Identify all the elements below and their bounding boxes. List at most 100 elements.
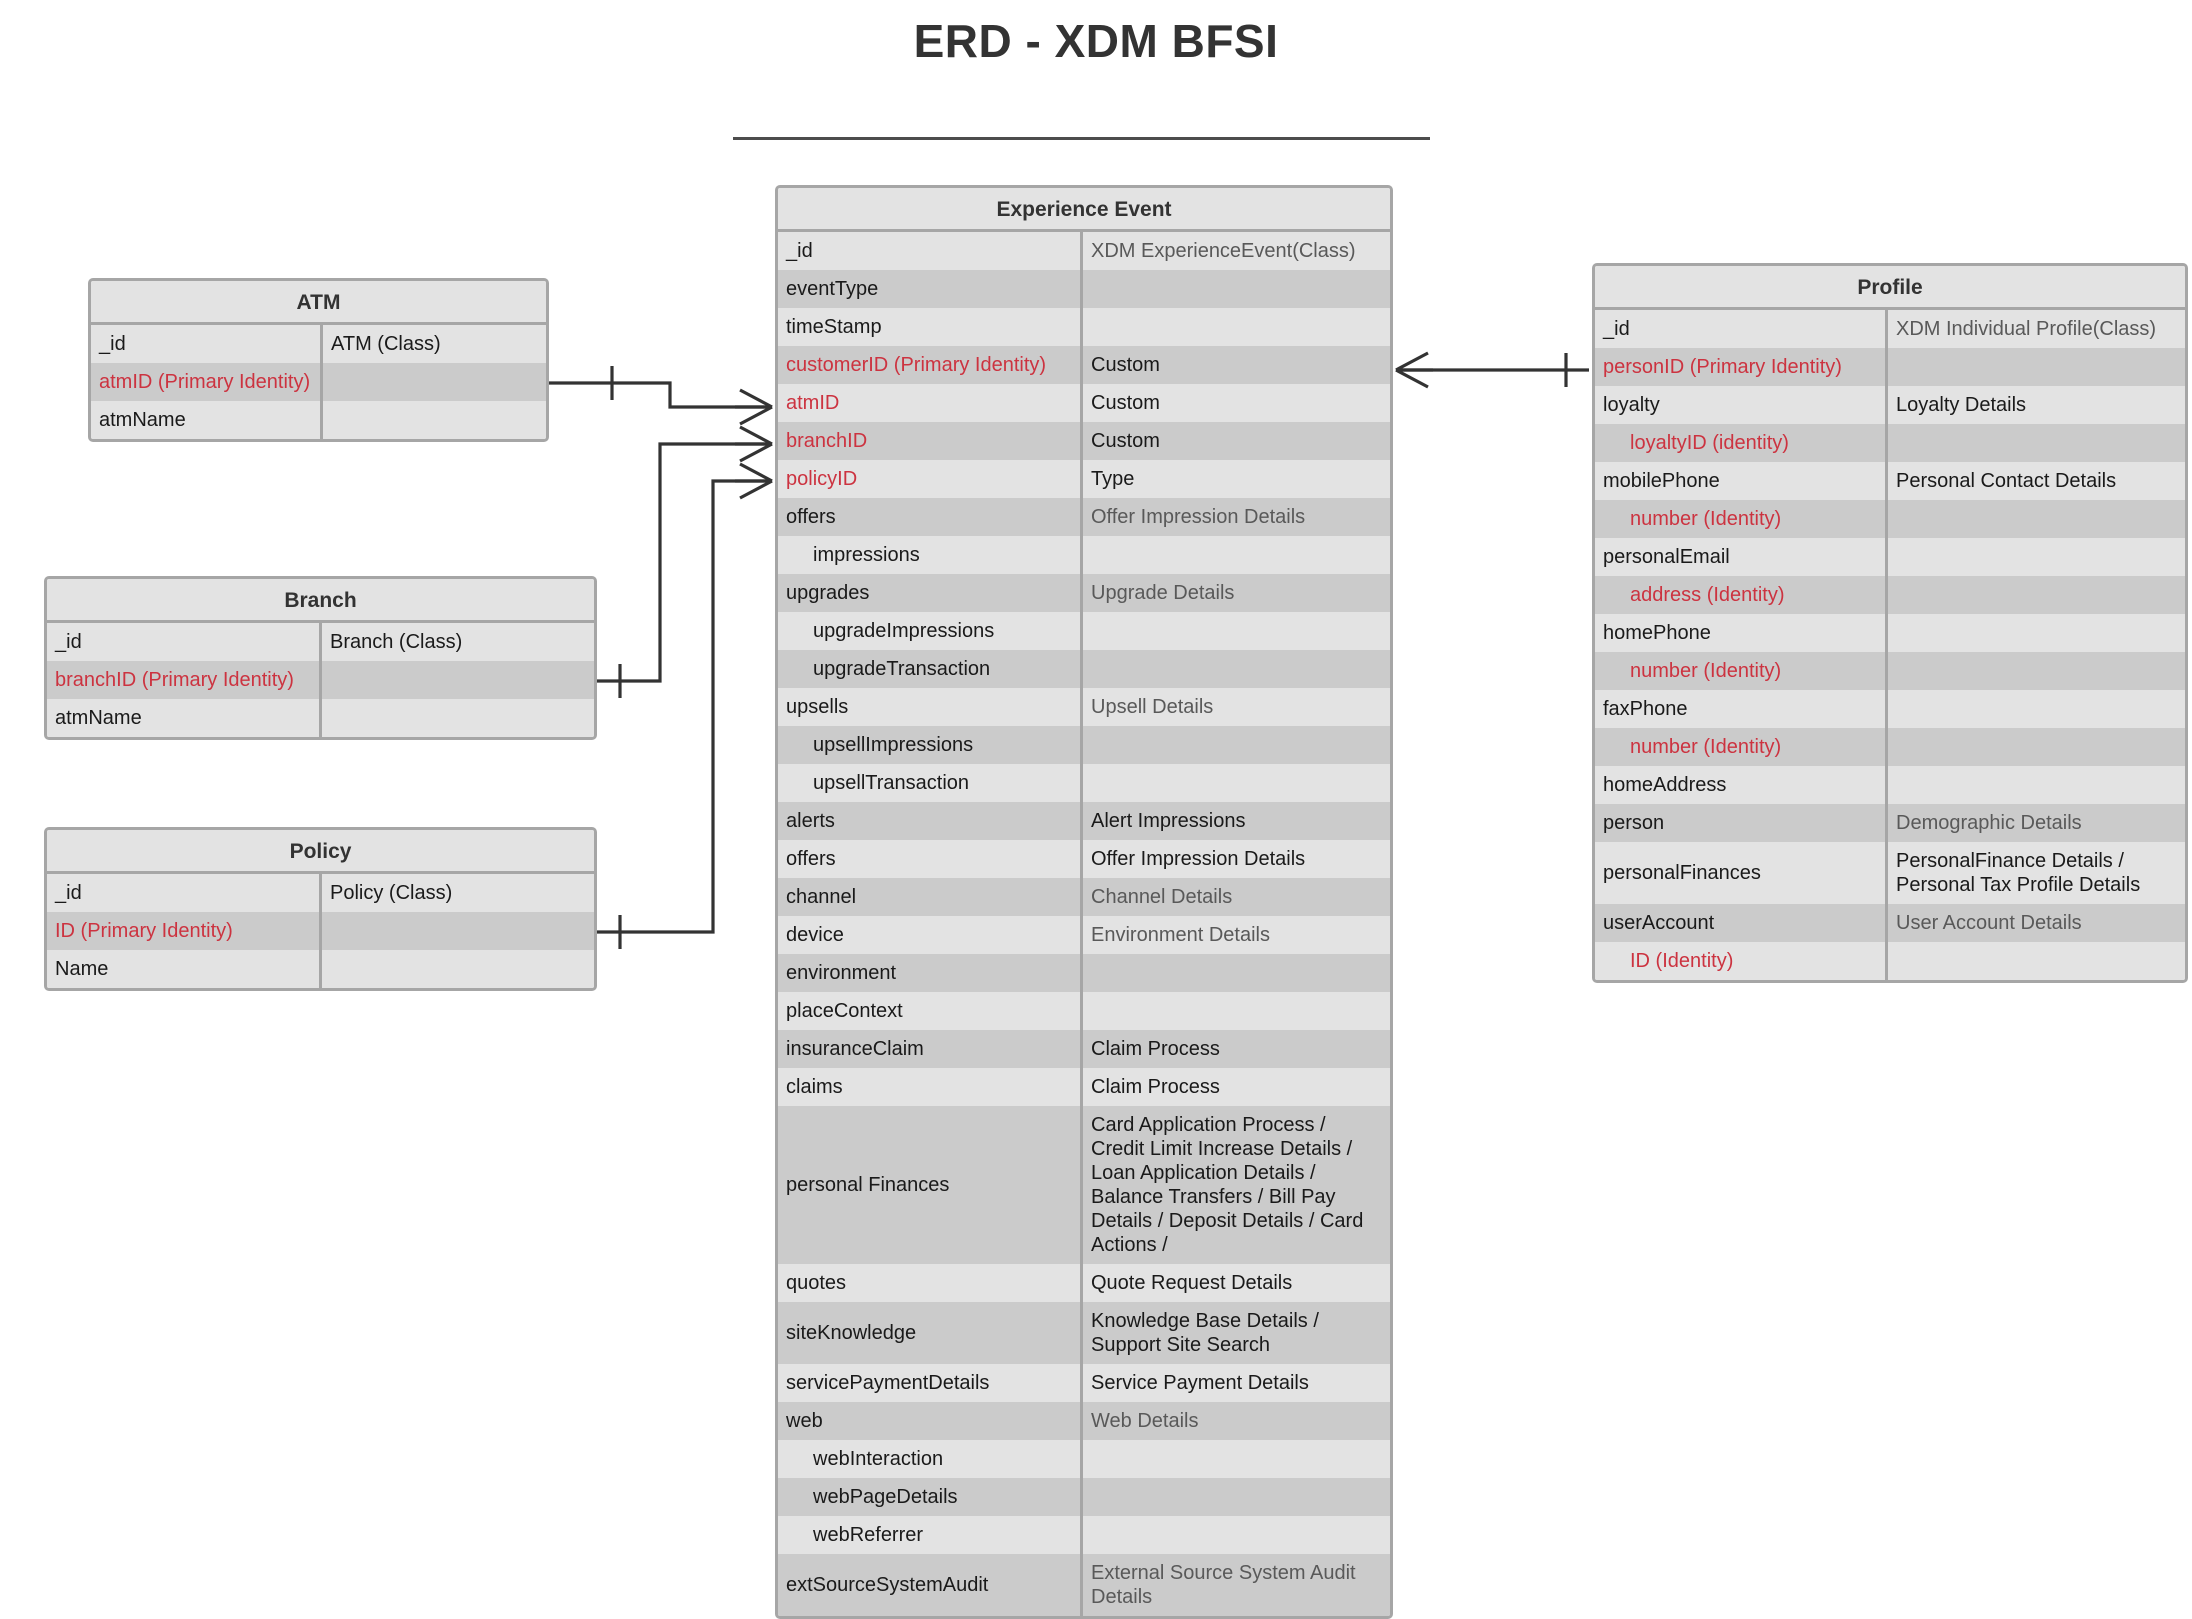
attribute-name: claims [778,1068,1083,1106]
attribute-name: upgradeTransaction [778,650,1083,688]
attribute-row: webPageDetails [778,1478,1390,1516]
attribute-name: insuranceClaim [778,1030,1083,1068]
attribute-type: Environment Details [1091,924,1270,946]
attribute-row: offers Offer Impression Details [778,840,1390,878]
attribute-row: branchID (Primary Identity) [47,661,594,699]
attribute-name: number (Identity) [1595,728,1888,766]
attribute-type [1888,538,2185,576]
attribute-name: _id [778,232,1083,270]
attribute-name: servicePaymentDetails [778,1364,1083,1402]
attribute-type [1888,652,2185,690]
attribute-type [1888,942,2185,980]
attribute-name: _id [47,623,322,661]
attribute-type: Channel Details [1091,886,1233,908]
attribute-type: Upsell Details [1091,696,1214,718]
attribute-row: customerID (Primary Identity) Custom [778,346,1390,384]
attribute-type [1083,536,1390,574]
attribute-row: timeStamp [778,308,1390,346]
attribute-name: homeAddress [1595,766,1888,804]
attribute-type [323,401,546,439]
attribute-row: upsellTransaction [778,764,1390,802]
attribute-type [1083,650,1390,688]
attribute-row: atmID (Primary Identity) [91,363,546,401]
attribute-name: offers [778,498,1083,536]
attribute-row: upgradeImpressions [778,612,1390,650]
attribute-type: Offer Impression Details [1091,848,1306,870]
attribute-row: environment [778,954,1390,992]
attribute-name: personID (Primary Identity) [1595,348,1888,386]
attribute-row: ID (Identity) [1595,942,2185,980]
attribute-row: policyID Type [778,460,1390,498]
attribute-name: branchID (Primary Identity) [47,661,322,699]
attribute-type: Custom [1091,354,1160,376]
attribute-name: personalFinances [1595,842,1888,904]
attribute-type: Quote Request Details [1091,1272,1293,1294]
attribute-name: upsellTransaction [778,764,1083,802]
attribute-name: offers [778,840,1083,878]
attribute-name: webReferrer [778,1516,1083,1554]
attribute-name: policyID [778,460,1083,498]
attribute-row: faxPhone [1595,690,2185,728]
attribute-name: customerID (Primary Identity) [778,346,1083,384]
attribute-name: branchID [778,422,1083,460]
attribute-name: homePhone [1595,614,1888,652]
attribute-name: faxPhone [1595,690,1888,728]
attribute-row: number (Identity) [1595,500,2185,538]
page-title: ERD - XDM BFSI [913,15,1279,67]
attribute-name: upgrades [778,574,1083,612]
attribute-type: Type [1091,468,1135,490]
attribute-row: ID (Primary Identity) [47,912,594,950]
attribute-type [1083,954,1390,992]
attribute-type [1888,728,2185,766]
attribute-name: loyalty [1595,386,1888,424]
attribute-name: web [778,1402,1083,1440]
attribute-name: ID (Primary Identity) [47,912,322,950]
attribute-row: personID (Primary Identity) [1595,348,2185,386]
connector-atm-experience-event [549,366,773,426]
attribute-type [1888,348,2185,386]
attribute-type: Card Application Process / Credit Limit … [1091,1114,1364,1256]
attribute-name: impressions [778,536,1083,574]
attribute-type: Policy (Class) [330,882,453,904]
attribute-row: upgradeTransaction [778,650,1390,688]
attribute-type [1888,690,2185,728]
attribute-type [1083,1440,1390,1478]
attribute-type: Alert Impressions [1091,810,1246,832]
attribute-type [1083,1516,1390,1554]
attribute-name: extSourceSystemAudit [778,1554,1083,1616]
attribute-name: alerts [778,802,1083,840]
attribute-type [322,699,594,737]
attribute-type: External Source System Audit Details [1091,1562,1356,1608]
attribute-row: atmName [91,401,546,439]
attribute-name: upsells [778,688,1083,726]
connector-branch-experience-event [597,425,773,698]
attribute-name: mobilePhone [1595,462,1888,500]
attribute-name: webPageDetails [778,1478,1083,1516]
attribute-type: User Account Details [1896,912,2082,934]
attribute-row: homePhone [1595,614,2185,652]
entity-policy-title: Policy [47,830,594,874]
entity-branch-title: Branch [47,579,594,623]
attribute-type [1083,992,1390,1030]
attribute-name: personalEmail [1595,538,1888,576]
